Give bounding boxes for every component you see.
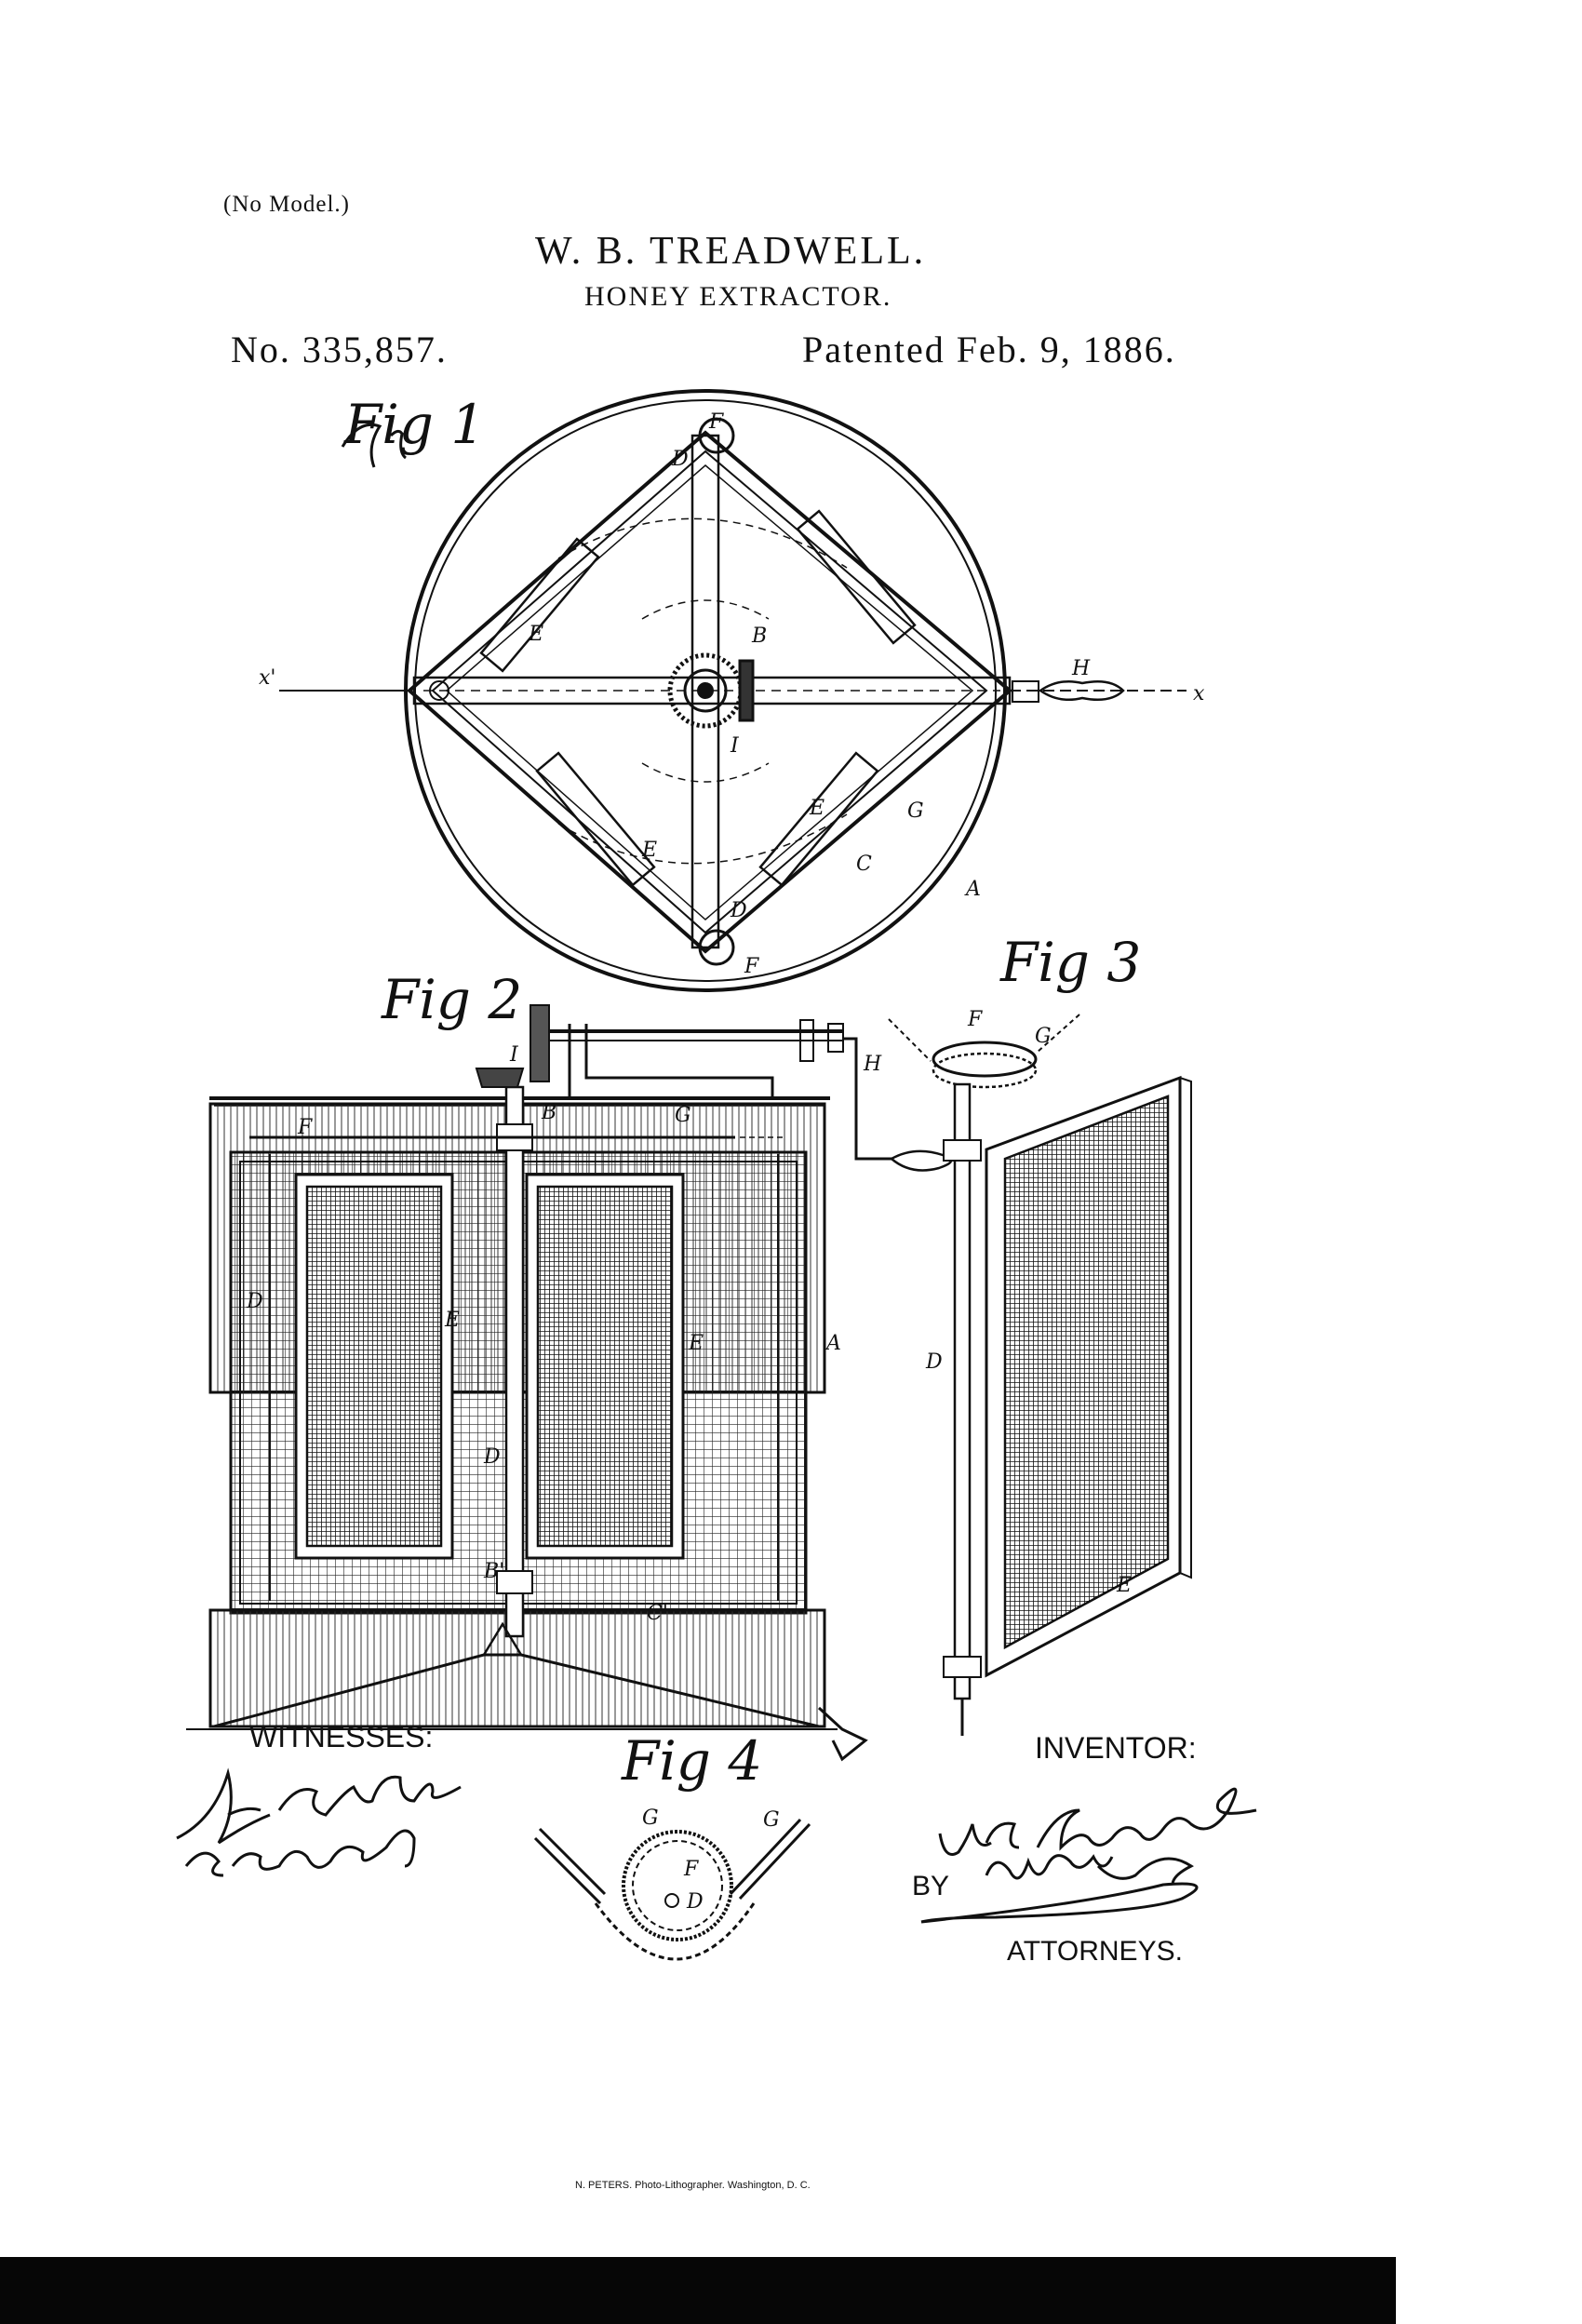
fig2-pinion-gear xyxy=(530,1004,550,1082)
fig4-reference-letters: G G F D xyxy=(642,1807,780,1914)
ref-letter: H xyxy=(1071,657,1091,680)
fig2-outlet-spout xyxy=(817,1706,868,1762)
ref-letter: B xyxy=(541,1101,556,1124)
fig2-central-shaft xyxy=(504,1085,525,1638)
ref-letter: F xyxy=(297,1116,313,1139)
fig3-pulley xyxy=(932,1041,1038,1078)
ref-letter: G xyxy=(907,799,924,823)
fig1-diamond-frame xyxy=(406,430,1013,954)
figure-1 xyxy=(279,389,1186,992)
fig1-comb-top-left xyxy=(479,537,600,673)
patent-number: No. 335,857. xyxy=(231,329,448,370)
fig1-reference-letters: F D E B x' x H I E G E C A D F xyxy=(259,410,1205,978)
fig2-reference-letters: I H F B G D E E A D B' C' xyxy=(246,1043,882,1625)
ref-letter: E xyxy=(528,623,543,646)
fig1-crank-handle xyxy=(1038,680,1125,701)
ref-letter: E xyxy=(809,797,825,820)
ref-letter: F xyxy=(744,955,759,978)
ref-letter: H xyxy=(863,1053,882,1076)
ref-letter: D xyxy=(925,1350,943,1374)
ref-letter: B xyxy=(751,625,767,648)
fig1-label: Fig 1 xyxy=(344,393,486,456)
ref-letter: G xyxy=(675,1104,691,1127)
fig1-vertical-arm xyxy=(690,434,720,949)
fig2-funnel xyxy=(213,1653,820,1728)
witness-signatures xyxy=(176,1767,462,1877)
ref-letter: A xyxy=(825,1332,841,1355)
witness-2-signature xyxy=(184,1829,416,1877)
fig2-comb-right xyxy=(536,1185,674,1548)
fig1-label-flourish xyxy=(341,423,408,468)
ref-letter: C' xyxy=(647,1602,668,1625)
fig1-comb-top-right xyxy=(796,509,917,645)
fig4-label: Fig 4 xyxy=(622,1729,763,1793)
ref-letter: G xyxy=(642,1807,659,1830)
fig4-pulley xyxy=(622,1830,733,1941)
invention-title: HONEY EXTRACTOR. xyxy=(584,281,892,312)
ref-letter: F xyxy=(683,1858,699,1881)
ref-letter: E xyxy=(688,1332,704,1355)
ref-letter: D xyxy=(686,1890,704,1914)
fig4-belt xyxy=(594,1902,756,1961)
ref-letter: D xyxy=(671,448,689,471)
ref-letter: C xyxy=(856,853,872,876)
fig1-pulley-top xyxy=(698,417,735,454)
inventor-signature xyxy=(938,1787,1257,1856)
fig1-pulley-bottom xyxy=(698,929,735,966)
figure-2 xyxy=(186,1004,953,1762)
ref-letter: E xyxy=(1116,1574,1132,1597)
ref-letter: E xyxy=(641,839,657,862)
ref-letter: G xyxy=(1035,1025,1052,1048)
inventor-signatures xyxy=(920,1787,1257,1924)
witness-1-signature xyxy=(176,1767,462,1845)
ref-letter: G xyxy=(763,1808,780,1832)
scan-edge-band xyxy=(0,2257,1396,2324)
ref-letter: D xyxy=(246,1290,263,1313)
fig1-diamond-inner xyxy=(431,450,988,934)
printer-credit: N. PETERS. Photo-Lithographer. Washingto… xyxy=(575,2180,811,2191)
figure-4 xyxy=(533,1818,811,1961)
fig2-crank-handle xyxy=(889,1149,953,1172)
ref-letter: E xyxy=(444,1309,460,1332)
fig1-bevel-pinion xyxy=(738,659,755,722)
inventor-name-heading: W. B. TREADWELL. xyxy=(535,230,927,273)
fig2-label: Fig 2 xyxy=(382,968,523,1031)
ref-letter: I xyxy=(509,1043,519,1067)
fig3-label: Fig 3 xyxy=(1000,931,1142,994)
fig2-comb-left xyxy=(305,1185,443,1548)
fig1-diamond-inner-2 xyxy=(445,464,974,920)
by-label: BY xyxy=(912,1871,950,1901)
attorneys-label: ATTORNEYS. xyxy=(1007,1936,1183,1967)
ref-letter: x' xyxy=(259,666,275,690)
fig2-bevel-gear xyxy=(475,1068,525,1088)
ref-letter: F xyxy=(967,1008,983,1031)
ref-letter: D xyxy=(730,899,747,922)
fig3-frame-rod xyxy=(953,1082,972,1700)
inventor-label: INVENTOR: xyxy=(1035,1731,1197,1765)
fig3-reference-letters: F G D E xyxy=(925,1008,1132,1597)
fig3-comb-mesh xyxy=(1003,1095,1170,1650)
attorney-signature xyxy=(920,1854,1199,1924)
patent-date: Patented Feb. 9, 1886. xyxy=(802,329,1176,370)
ref-letter: I xyxy=(730,734,740,758)
ref-letter: B' xyxy=(483,1560,504,1583)
fig1-comb-bottom-right xyxy=(758,751,879,887)
fig1-comb-bottom-left xyxy=(535,751,656,887)
ref-letter: F xyxy=(708,410,724,434)
fig1-hub-center xyxy=(683,668,728,713)
no-model-note: (No Model.) xyxy=(223,192,350,217)
figure-3 xyxy=(888,1014,1192,1736)
ref-letter: x xyxy=(1193,682,1205,705)
witnesses-label: WITNESSES: xyxy=(249,1720,434,1753)
ref-letter: A xyxy=(964,878,981,901)
ref-letter: D xyxy=(483,1445,501,1469)
